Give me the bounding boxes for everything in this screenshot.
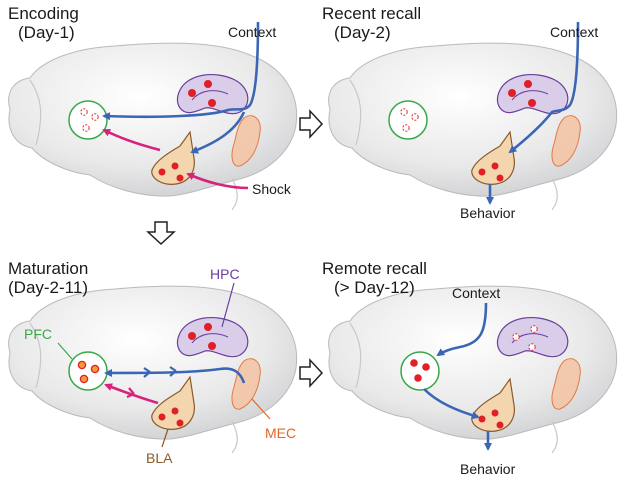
engram-cell xyxy=(204,80,212,88)
pfc-region xyxy=(68,351,108,391)
pfc-region xyxy=(400,351,440,391)
panel-title: Recent recall xyxy=(322,4,422,23)
panel-subtitle: (> Day-12) xyxy=(334,278,415,297)
hpc-label: HPC xyxy=(210,266,240,282)
mec-region xyxy=(231,115,261,167)
pfc-bla-arrow xyxy=(423,388,480,420)
right-arrow-icon xyxy=(299,109,324,139)
panel-maturation xyxy=(8,282,298,454)
hpc-pfc-arrow xyxy=(104,367,246,384)
panel-title: Encoding xyxy=(8,4,79,23)
pfc-label: PFC xyxy=(24,326,52,342)
hpc-region xyxy=(496,73,569,115)
context-arrow xyxy=(102,21,260,121)
behavior-label: Behavior xyxy=(460,205,516,221)
shock-arrow xyxy=(186,172,249,190)
panel-title: Remote recall xyxy=(322,259,427,278)
engram-cell xyxy=(208,99,216,107)
panel-title: Maturation xyxy=(8,259,89,278)
silent-cell xyxy=(80,108,88,116)
engram-cell xyxy=(188,89,196,97)
mec-label: MEC xyxy=(265,425,297,441)
right-arrow-icon xyxy=(299,358,324,388)
bla-label: BLA xyxy=(146,450,173,466)
hpc-leader xyxy=(221,282,235,328)
down-arrow-icon xyxy=(146,221,176,246)
panel-subtitle: (Day-1) xyxy=(18,23,75,42)
context-arrow xyxy=(436,302,488,357)
maturing-cell xyxy=(79,374,89,384)
context-label: Context xyxy=(452,285,501,301)
behavior-label: Behavior xyxy=(460,461,516,477)
mec-region xyxy=(551,358,581,410)
maturing-cell xyxy=(90,364,100,374)
mec-region xyxy=(231,358,261,410)
maturing-cell xyxy=(77,360,87,370)
panel-remote xyxy=(328,285,618,454)
bla-pfc-arrow xyxy=(102,128,161,152)
silent-cell xyxy=(91,113,99,121)
panel-recent xyxy=(328,21,618,211)
panel-subtitle: (Day-2) xyxy=(334,23,391,42)
panel-subtitle: (Day-2-11) xyxy=(8,278,88,297)
context-arrow xyxy=(508,21,580,154)
hpc-bla-arrow xyxy=(190,111,246,154)
mec-leader xyxy=(251,398,271,420)
pfc-leader xyxy=(57,342,73,360)
pfc-region xyxy=(388,100,428,140)
silent-cell xyxy=(82,124,90,132)
context-label: Context xyxy=(550,24,599,40)
mec-region xyxy=(551,115,581,167)
context-label: Context xyxy=(228,24,277,40)
bla-leader xyxy=(161,428,169,448)
pfc-region xyxy=(68,100,108,140)
panel-encoding xyxy=(8,21,298,211)
shock-label: Shock xyxy=(252,181,291,197)
hpc-region xyxy=(496,316,569,358)
